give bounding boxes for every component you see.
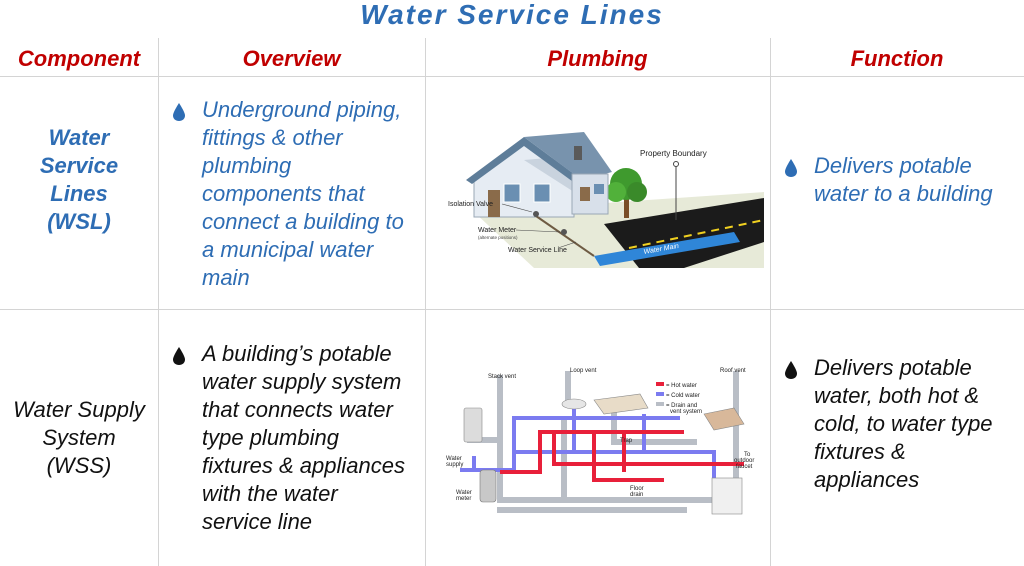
water-service-line-diagram: Water Main Property Boundary Isolation V… (448, 132, 764, 268)
legend-drain-2: vent system (670, 409, 702, 415)
property-boundary-label: Property Boundary (640, 149, 707, 158)
outdoor-faucet-label-3: faucet (736, 464, 753, 470)
function-wsl-text: Delivers potable water to a building (814, 153, 993, 206)
roof-vent-label: Roof vent (720, 368, 746, 374)
water-service-line-label: Water Service Line (508, 247, 567, 254)
water-meter-label: Water Meter (478, 227, 517, 234)
trap-label: Trap (620, 438, 633, 444)
header-plumbing: Plumbing (547, 46, 648, 71)
legend-hot: = Hot water (666, 383, 697, 389)
stack-vent-label: Stack vent (488, 374, 516, 380)
water-drop-icon (785, 159, 797, 177)
overview-wsl-text: Underground piping, fittings & other plu… (202, 97, 404, 290)
water-meter-label-wss: Water (456, 490, 472, 496)
header-function: Function (850, 46, 944, 71)
page-title: Water Service Lines (360, 0, 664, 30)
legend-drain: = Drain and (666, 403, 697, 409)
function-wss: Delivers potable water, both hot & cold,… (784, 354, 1020, 494)
water-supply-system-diagram: = Hot water = Cold water = Drain and ven… (446, 368, 754, 515)
overview-wss-text: A building’s potable water supply system… (202, 341, 405, 534)
loop-vent-label: Loop vent (570, 368, 597, 374)
header-overview: Overview (242, 46, 341, 71)
water-meter-label-wss-2: meter (456, 496, 471, 502)
floor-drain-label-2: drain (630, 492, 643, 498)
row-divider (0, 76, 1024, 77)
isolation-valve-label: Isolation Valve (448, 201, 493, 208)
floor-drain-label: Floor (630, 486, 644, 492)
water-drop-icon (173, 347, 185, 365)
function-wsl: Delivers potable water to a building (784, 152, 1020, 208)
water-drop-icon (173, 103, 185, 121)
column-divider (158, 38, 159, 566)
outdoor-faucet-label-2: outdoor (734, 458, 754, 464)
legend-cold: = Cold water (666, 393, 700, 399)
water-supply-label: Water (446, 456, 462, 462)
column-divider (770, 38, 771, 566)
water-drop-icon (785, 361, 797, 379)
overview-wsl: Underground piping, fittings & other plu… (172, 96, 422, 292)
component-wsl: Water Service Lines (WSL) (39, 125, 119, 234)
column-divider (425, 38, 426, 566)
outdoor-faucet-label: To (744, 452, 751, 458)
water-meter-note: (alternate positions) (478, 235, 518, 240)
component-wss: Water Supply System (WSS) (13, 397, 145, 478)
function-wss-text: Delivers potable water, both hot & cold,… (814, 355, 993, 492)
water-supply-label-2: supply (446, 462, 463, 468)
overview-wss: A building’s potable water supply system… (172, 340, 424, 536)
header-component: Component (17, 46, 141, 71)
row-divider (0, 309, 1024, 310)
